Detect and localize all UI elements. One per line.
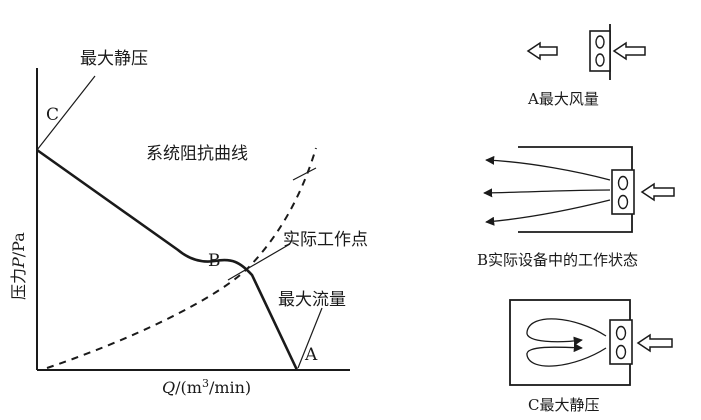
panel-b-flow-arrow-3 <box>485 199 611 226</box>
y-axis-label: 压力P/Pa <box>9 232 28 300</box>
panel-a-max-flow: A最大风量 <box>526 24 646 108</box>
panel-a-outflow-arrow-icon <box>526 41 558 61</box>
label-operating-point: 实际工作点 <box>283 230 368 250</box>
fan-blade-top <box>617 175 629 191</box>
x-axis-label: Q/(m3/min) <box>162 377 251 397</box>
leader-operating-point <box>227 243 291 281</box>
panel-c-max-static: C最大静压 <box>509 299 673 414</box>
fan-blade-bottom <box>595 53 605 67</box>
leader-system-curve <box>292 167 317 181</box>
panel-b-flow-arrow-1 <box>485 155 611 181</box>
label-max-static: 最大静压 <box>80 49 148 69</box>
panel-c-fan <box>609 319 633 365</box>
fan-performance-chart: 最大静压 系统阻抗曲线 实际工作点 最大流量 C B A 压力P/Pa Q/(m… <box>9 49 368 397</box>
system-resistance-curve <box>46 147 317 369</box>
fan-blade-top <box>595 35 605 49</box>
label-max-flow: 最大流量 <box>278 290 346 310</box>
panel-b-flow-arrow-2 <box>483 188 611 198</box>
panel-a-fan <box>589 30 611 72</box>
point-b-label: B <box>208 251 221 271</box>
point-c-label: C <box>46 105 59 125</box>
fan-blade-top <box>615 325 627 341</box>
panel-c-inflow-arrow-icon <box>636 333 673 353</box>
panel-c-caption: C最大静压 <box>528 396 599 414</box>
point-a-label: A <box>304 345 318 365</box>
fan-blade-bottom <box>615 344 627 360</box>
fan-pressure-curve <box>36 148 299 371</box>
panel-b-operating: B实际设备中的工作状态 <box>477 146 675 269</box>
panel-c-loop-upper <box>526 318 607 346</box>
panel-a-caption: A最大风量 <box>527 90 599 108</box>
panel-c-loop-lower <box>526 343 607 367</box>
leader-max-static <box>36 75 96 151</box>
panel-b-caption: B实际设备中的工作状态 <box>477 251 638 269</box>
leader-max-flow <box>297 307 323 369</box>
panel-b-fan <box>611 169 635 215</box>
panel-b-inflow-arrow-icon <box>640 182 675 202</box>
label-system-curve: 系统阻抗曲线 <box>146 144 248 164</box>
fan-blade-bottom <box>617 194 629 210</box>
panel-a-inflow-arrow-icon <box>612 41 646 61</box>
